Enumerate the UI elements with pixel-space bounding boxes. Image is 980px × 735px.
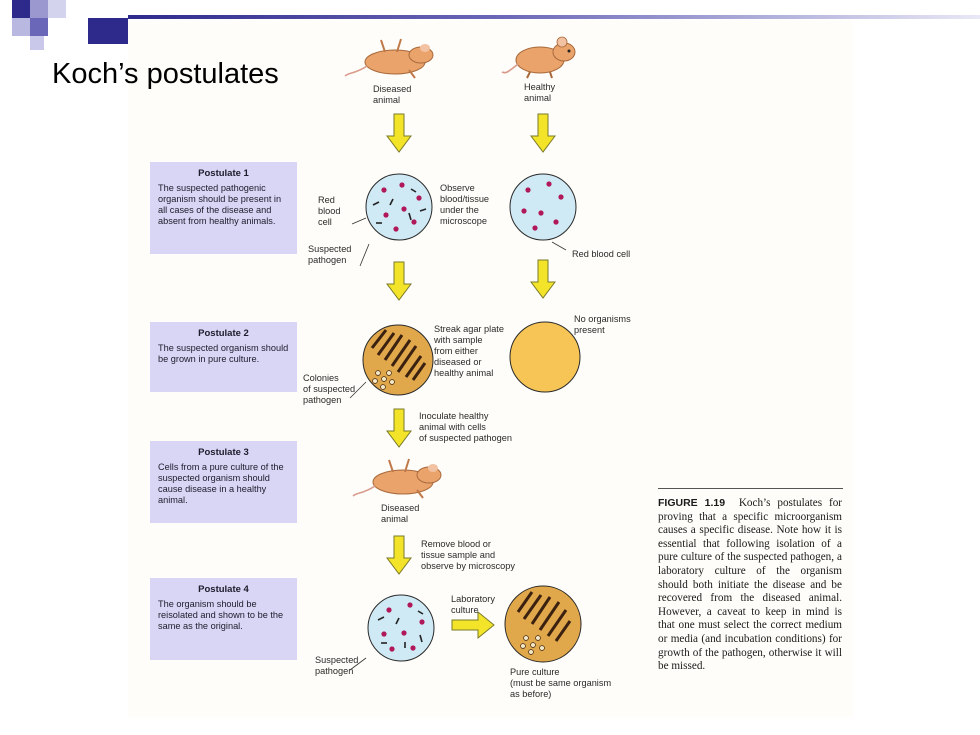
pure-culture-label: Pure culture (must be same organism as b… xyxy=(510,667,612,699)
observe-label: Observe blood/tissue under the microscop… xyxy=(440,183,490,226)
inoculate-label: Inoculate healthy animal with cells of s… xyxy=(419,411,512,443)
colonies-label: Colonies of suspected pathogen xyxy=(303,373,356,405)
postulate-3-box: Postulate 3 Cells from a pure culture of… xyxy=(150,441,297,523)
laboratory-culture-label: Laboratory culture xyxy=(451,594,495,615)
caption-rule xyxy=(658,488,843,489)
arrow-down-icon xyxy=(386,408,412,448)
arrow-down-icon xyxy=(530,113,556,153)
deco-square xyxy=(30,18,48,36)
deco-square xyxy=(30,0,48,18)
figure-caption: FIGURE 1.19 Koch’s postulates for provin… xyxy=(658,497,842,674)
healthy-animal-label: Healthy animal xyxy=(524,82,556,103)
caption-label: FIGURE 1.19 xyxy=(658,497,726,509)
red-blood-cell-right-label: Red blood cell xyxy=(572,249,631,259)
slide-decoration xyxy=(0,0,980,60)
deco-square xyxy=(12,18,30,36)
diseased-animal-label: Diseased animal xyxy=(373,84,412,105)
deco-square xyxy=(88,18,128,44)
postulate-2-box: Postulate 2 The suspected organism shoul… xyxy=(150,322,297,392)
deco-square xyxy=(30,36,44,50)
postulate-4-box: Postulate 4 The organism should be reiso… xyxy=(150,578,297,660)
diseased-animal-icon xyxy=(344,38,434,79)
healthy-animal-icon xyxy=(501,36,576,79)
suspected-pathogen-label: Suspected pathogen xyxy=(308,244,352,265)
postulate-3-text: Cells from a pure culture of the suspect… xyxy=(158,462,284,505)
suspected-pathogen-2-label: Suspected pathogen xyxy=(315,655,359,676)
deco-rule xyxy=(128,15,980,19)
deco-square xyxy=(12,0,30,18)
postulate-2-text: The suspected organism should be grown i… xyxy=(158,343,289,364)
streak-agar-label: Streak agar plate with sample from eithe… xyxy=(434,324,504,378)
diseased-animal-2-icon xyxy=(352,458,442,499)
postulate-1-heading: Postulate 1 xyxy=(198,168,249,179)
agar-plate-empty xyxy=(509,321,581,393)
slide-title: Koch’s postulates xyxy=(52,58,279,90)
red-blood-cell-label: Red blood cell xyxy=(318,195,341,227)
microscope-field-diseased xyxy=(365,173,433,241)
agar-plate-streaked xyxy=(362,324,434,396)
deco-square xyxy=(48,0,66,18)
postulate-2-heading: Postulate 2 xyxy=(198,328,249,339)
postulate-4-heading: Postulate 4 xyxy=(198,584,249,595)
postulate-3-heading: Postulate 3 xyxy=(198,447,249,458)
arrow-right-icon xyxy=(451,610,495,640)
arrow-down-icon xyxy=(386,113,412,153)
arrow-down-icon xyxy=(386,535,412,575)
remove-blood-label: Remove blood or tissue sample and observ… xyxy=(421,539,515,571)
microscope-field-reisolated xyxy=(367,594,435,662)
diseased-animal-2-label: Diseased animal xyxy=(381,503,420,524)
microscope-field-healthy xyxy=(509,173,577,241)
postulate-1-box: Postulate 1 The suspected pathogenic org… xyxy=(150,162,297,254)
arrow-down-icon xyxy=(386,261,412,301)
caption-text: Koch’s postulates for proving that a spe… xyxy=(658,497,843,673)
no-organisms-label: No organisms present xyxy=(574,314,631,335)
postulate-1-text: The suspected pathogenic organism should… xyxy=(158,183,282,226)
arrow-down-icon xyxy=(530,259,556,299)
postulate-4-text: The organism should be reisolated and sh… xyxy=(158,599,284,631)
pure-culture-plate xyxy=(504,585,582,663)
